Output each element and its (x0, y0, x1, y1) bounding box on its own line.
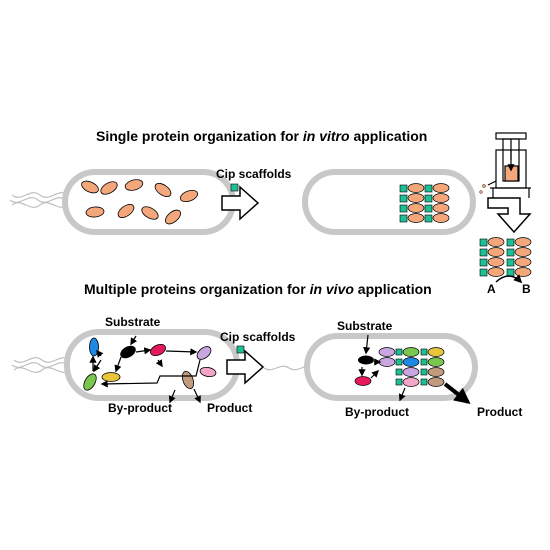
product-arrow-thick (443, 382, 471, 404)
purification-device (487, 132, 531, 198)
scaffold-complex-top (399, 183, 450, 223)
product-label-left: Product (207, 401, 252, 415)
substrate-black (120, 345, 136, 359)
scaffold-icon-bottom (236, 345, 245, 354)
flagella (11, 357, 71, 373)
scaffold-icon-top (230, 183, 239, 192)
label-a: A (487, 282, 496, 296)
enzyme-pink (199, 366, 217, 378)
free-proteins (81, 179, 199, 225)
flagella (9, 192, 69, 208)
cell-top-right (302, 169, 476, 235)
substrate-label-left: Substrate (105, 315, 161, 329)
cell-bottom-right (263, 333, 478, 404)
isolated-scaffold-complex (479, 237, 532, 277)
product-label-right: Product (477, 405, 522, 419)
enzyme-lavender (196, 346, 212, 360)
transition-arrow-top (221, 185, 260, 221)
down-bend-arrow (487, 197, 532, 234)
substrate-label-right: Substrate (337, 319, 393, 333)
cip-scaffolds-label-top: Cip scaffolds (216, 167, 292, 181)
a-to-b-arrow (495, 274, 523, 284)
multi-enzyme-complex (378, 347, 445, 387)
enzyme-magenta (354, 376, 372, 386)
substrate-black (358, 355, 374, 365)
enzyme-yellow (101, 372, 121, 382)
cip-scaffolds-label-bottom: Cip scaffolds (220, 330, 296, 344)
cell-envelope (302, 169, 476, 235)
label-b: B (522, 282, 531, 296)
byproduct-label-left: By-product (108, 401, 172, 415)
scaffold-drop (479, 184, 486, 194)
enzyme-green (83, 373, 97, 391)
title-bottom: Multiple proteins organization for in vi… (84, 281, 432, 297)
cell-bottom-left (11, 329, 240, 404)
transition-arrow-bottom (226, 349, 265, 385)
cell-top-left (9, 169, 236, 235)
reaction-arrows (89, 335, 201, 404)
cell-envelope (62, 169, 236, 235)
enzyme-blue (89, 337, 99, 357)
byproduct-label-right: By-product (345, 405, 409, 419)
title-top: Single protein organization for in vitro… (96, 128, 427, 144)
